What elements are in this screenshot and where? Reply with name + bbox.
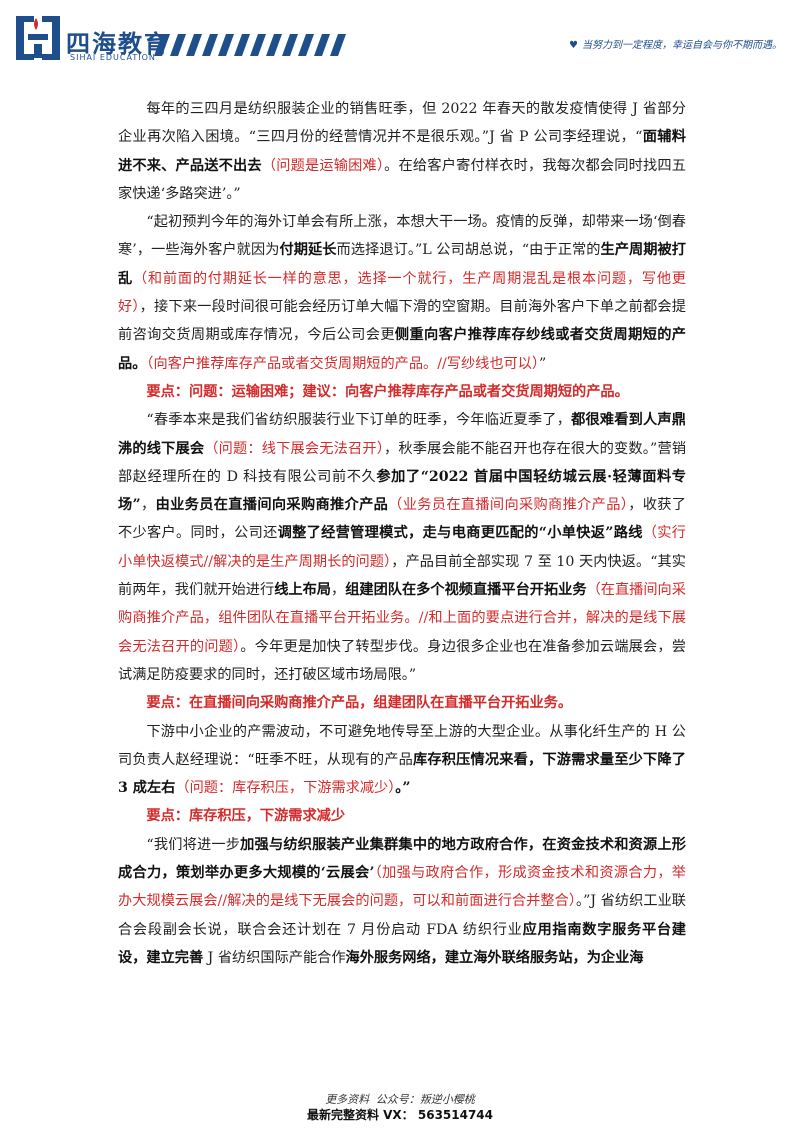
document-body: 每年的三四月是纺织服装企业的销售旺季，但 2022 年春天的散发疫情使得 J 省… (118, 95, 686, 972)
key-point: 要点：库存积压，下游需求减少 (146, 808, 346, 825)
bold-text: 付期延长 (279, 242, 337, 259)
brand-subtitle: SIHAI EDUCATION (70, 53, 156, 62)
body-text: ，秋季展会能不能召开也存在很大的变数。”营销部赵经理所在的 D 科技有限公司前不… (118, 440, 687, 485)
paragraph: “起初预判今年的海外订单会有所上涨，本想大干一场。疫情的反弹，却带来一场‘倒春寒… (118, 208, 686, 378)
annotation-note: （问题：库存积压，下游需求减少） (175, 780, 396, 797)
key-point: 要点：在直播间向采购商推介产品，组建团队在直播平台开拓业务。 (146, 695, 573, 712)
body-text: ，产品目前全部实现 7 至 10 天内快返。“其实前两年，我们就开始进行 (118, 553, 686, 599)
body-text: 。今年更是加快了转型步伐。身边很多企业也在准备参加云端展会，尝试满足防疫要求的同… (118, 638, 686, 683)
annotation-note: （业务员在直播间向采购商推介产品） (388, 497, 629, 514)
decorative-stripes (148, 34, 358, 60)
slogan-text: 当努力到一定程度，幸运自会与你不期而遇。 (582, 40, 782, 51)
body-text: ” (539, 355, 547, 372)
body-text: “春季本来是我们省纺织服装行业下订单的旺季，今年临近夏季了， (146, 412, 572, 429)
key-point: 要点：问题：运输困难；建议：向客户推荐库存产品或者交货周期短的产品。 (146, 383, 629, 400)
body-text: J 省纺织国际产能合作 (203, 949, 346, 966)
paragraph: “我们将进一步加强与纺织服装产业集群集中的地方政府合作，在资金技术和资源上形成合… (118, 831, 686, 972)
bold-text: 面辅料进不来、产品送不出去 (118, 129, 686, 174)
annotation-note: （问题：线下展会无法召开） (204, 440, 385, 457)
bold-text: 都很难看到人声鼎沸的线下展会 (118, 412, 686, 457)
brand-name: 四海教育 (66, 30, 170, 58)
bold-text: 侧重向客户推荐库存纱线或者交货周期短的产品。 (118, 327, 686, 372)
slogan: ♥ 当努力到一定程度，幸运自会与你不期而遇。 (569, 36, 782, 51)
body-text: ，接下来一段时间很可能会经历订单大幅下滑的空窗期。目前海外客户下单之前都会提前咨… (118, 299, 686, 344)
annotation-note: （在直播间向采购商推介产品，组件团队在直播平台开拓业务。//和上面的要点进行合并… (118, 582, 686, 655)
bold-text: 。” (395, 780, 411, 797)
annotation-note: （向客户推荐库存产品或者交货周期短的产品。//写纱线也可以） (146, 355, 540, 372)
bold-text: 加强与纺织服装产业集群集中的地方政府合作，在资金技术和资源上形成合力，策划举办更… (118, 836, 686, 882)
body-text: “起初预判今年的海外订单会有所上涨，本想大干一场。疫情的反弹，却带来一场‘倒春寒… (118, 214, 686, 259)
paragraph: 要点：在直播间向采购商推介产品，组建团队在直播平台开拓业务。 (118, 689, 686, 717)
annotation-note: （实行小单快返模式//解决的是生产周期长的问题） (118, 525, 686, 570)
bold-text: 库存积压情况来看，下游需求量至少下降了 3 成左右 (118, 751, 686, 797)
body-text: 而选择退订。”L 公司胡总说，“由于正常的 (336, 242, 601, 259)
body-text: 。在给客户寄付样衣时，我每次都会同时找四五家快递‘多路突进’。” (118, 157, 686, 202)
heart-icon: ♥ (569, 40, 578, 51)
page-header: 四海教育 SIHAI EDUCATION ♥ 当努力到一定程度，幸运自会与你不期而… (0, 0, 800, 80)
annotation-note: （加强与政府合作，形成资金技术和资源合力，举办大规模云展会//解决的是线下无展会… (118, 865, 686, 910)
body-text: ，收获了不少客户。同时，公司还 (118, 497, 686, 542)
annotation-note: （和前面的付期延长一样的意思，选择一个就行，生产周期混乱是根本问题，写他更好） (118, 270, 686, 316)
bold-text: 组建团队在多个视频直播平台开拓业务 (345, 582, 587, 599)
paragraph: 要点：问题：运输困难；建议：向客户推荐库存产品或者交货周期短的产品。 (118, 378, 686, 406)
body-text: 下游中小企业的产需波动，不可避免地传导至上游的大型企业。从事化纤生产的 H 公司… (118, 723, 686, 768)
paragraph: 下游中小企业的产需波动，不可避免地传导至上游的大型企业。从事化纤生产的 H 公司… (118, 718, 686, 803)
paragraph: 要点：库存积压，下游需求减少 (118, 802, 686, 830)
sihai-logo-icon (12, 10, 64, 70)
bold-text: 海外服务网络，建立海外联络服务站，为企业海 (345, 949, 644, 966)
body-text: ， (140, 497, 156, 514)
body-text: ， (330, 582, 346, 599)
bold-text: 线上布局 (274, 582, 331, 599)
body-text: 每年的三四月是纺织服装企业的销售旺季，但 2022 年春天的散发疫情使得 J 省… (118, 101, 686, 146)
annotation-note: （问题是运输困难） (261, 157, 385, 174)
bold-text: 由业务员在直播间向采购商推介产品 (155, 497, 389, 514)
paragraph: “春季本来是我们省纺织服装行业下订单的旺季，今年临近夏季了，都很难看到人声鼎沸的… (118, 406, 686, 689)
bold-text: 调整了经营管理模式，走与电商更匹配的“小单快返”路线 (277, 525, 643, 542)
body-text: 。”J 省纺织工业联合会段副会长说，联合会还计划在 7 月份启动 FDA 纺织行… (118, 893, 686, 938)
body-text: “我们将进一步 (146, 836, 241, 853)
bold-text: 生产周期被打乱 (118, 242, 686, 287)
bold-text: 参加了“2022 首届中国轻纺城云展·轻薄面料专场” (118, 468, 686, 514)
footer-line-2: 最新完整资料 VX： 563514744 (306, 1108, 494, 1122)
paragraph: 每年的三四月是纺织服装企业的销售旺季，但 2022 年春天的散发疫情使得 J 省… (118, 95, 686, 208)
bold-text: 应用指南数字服务平台建设，建立完善 (118, 921, 686, 966)
footer-line-1: 更多资料 公众号：叛逆小樱桃 (325, 1093, 475, 1106)
